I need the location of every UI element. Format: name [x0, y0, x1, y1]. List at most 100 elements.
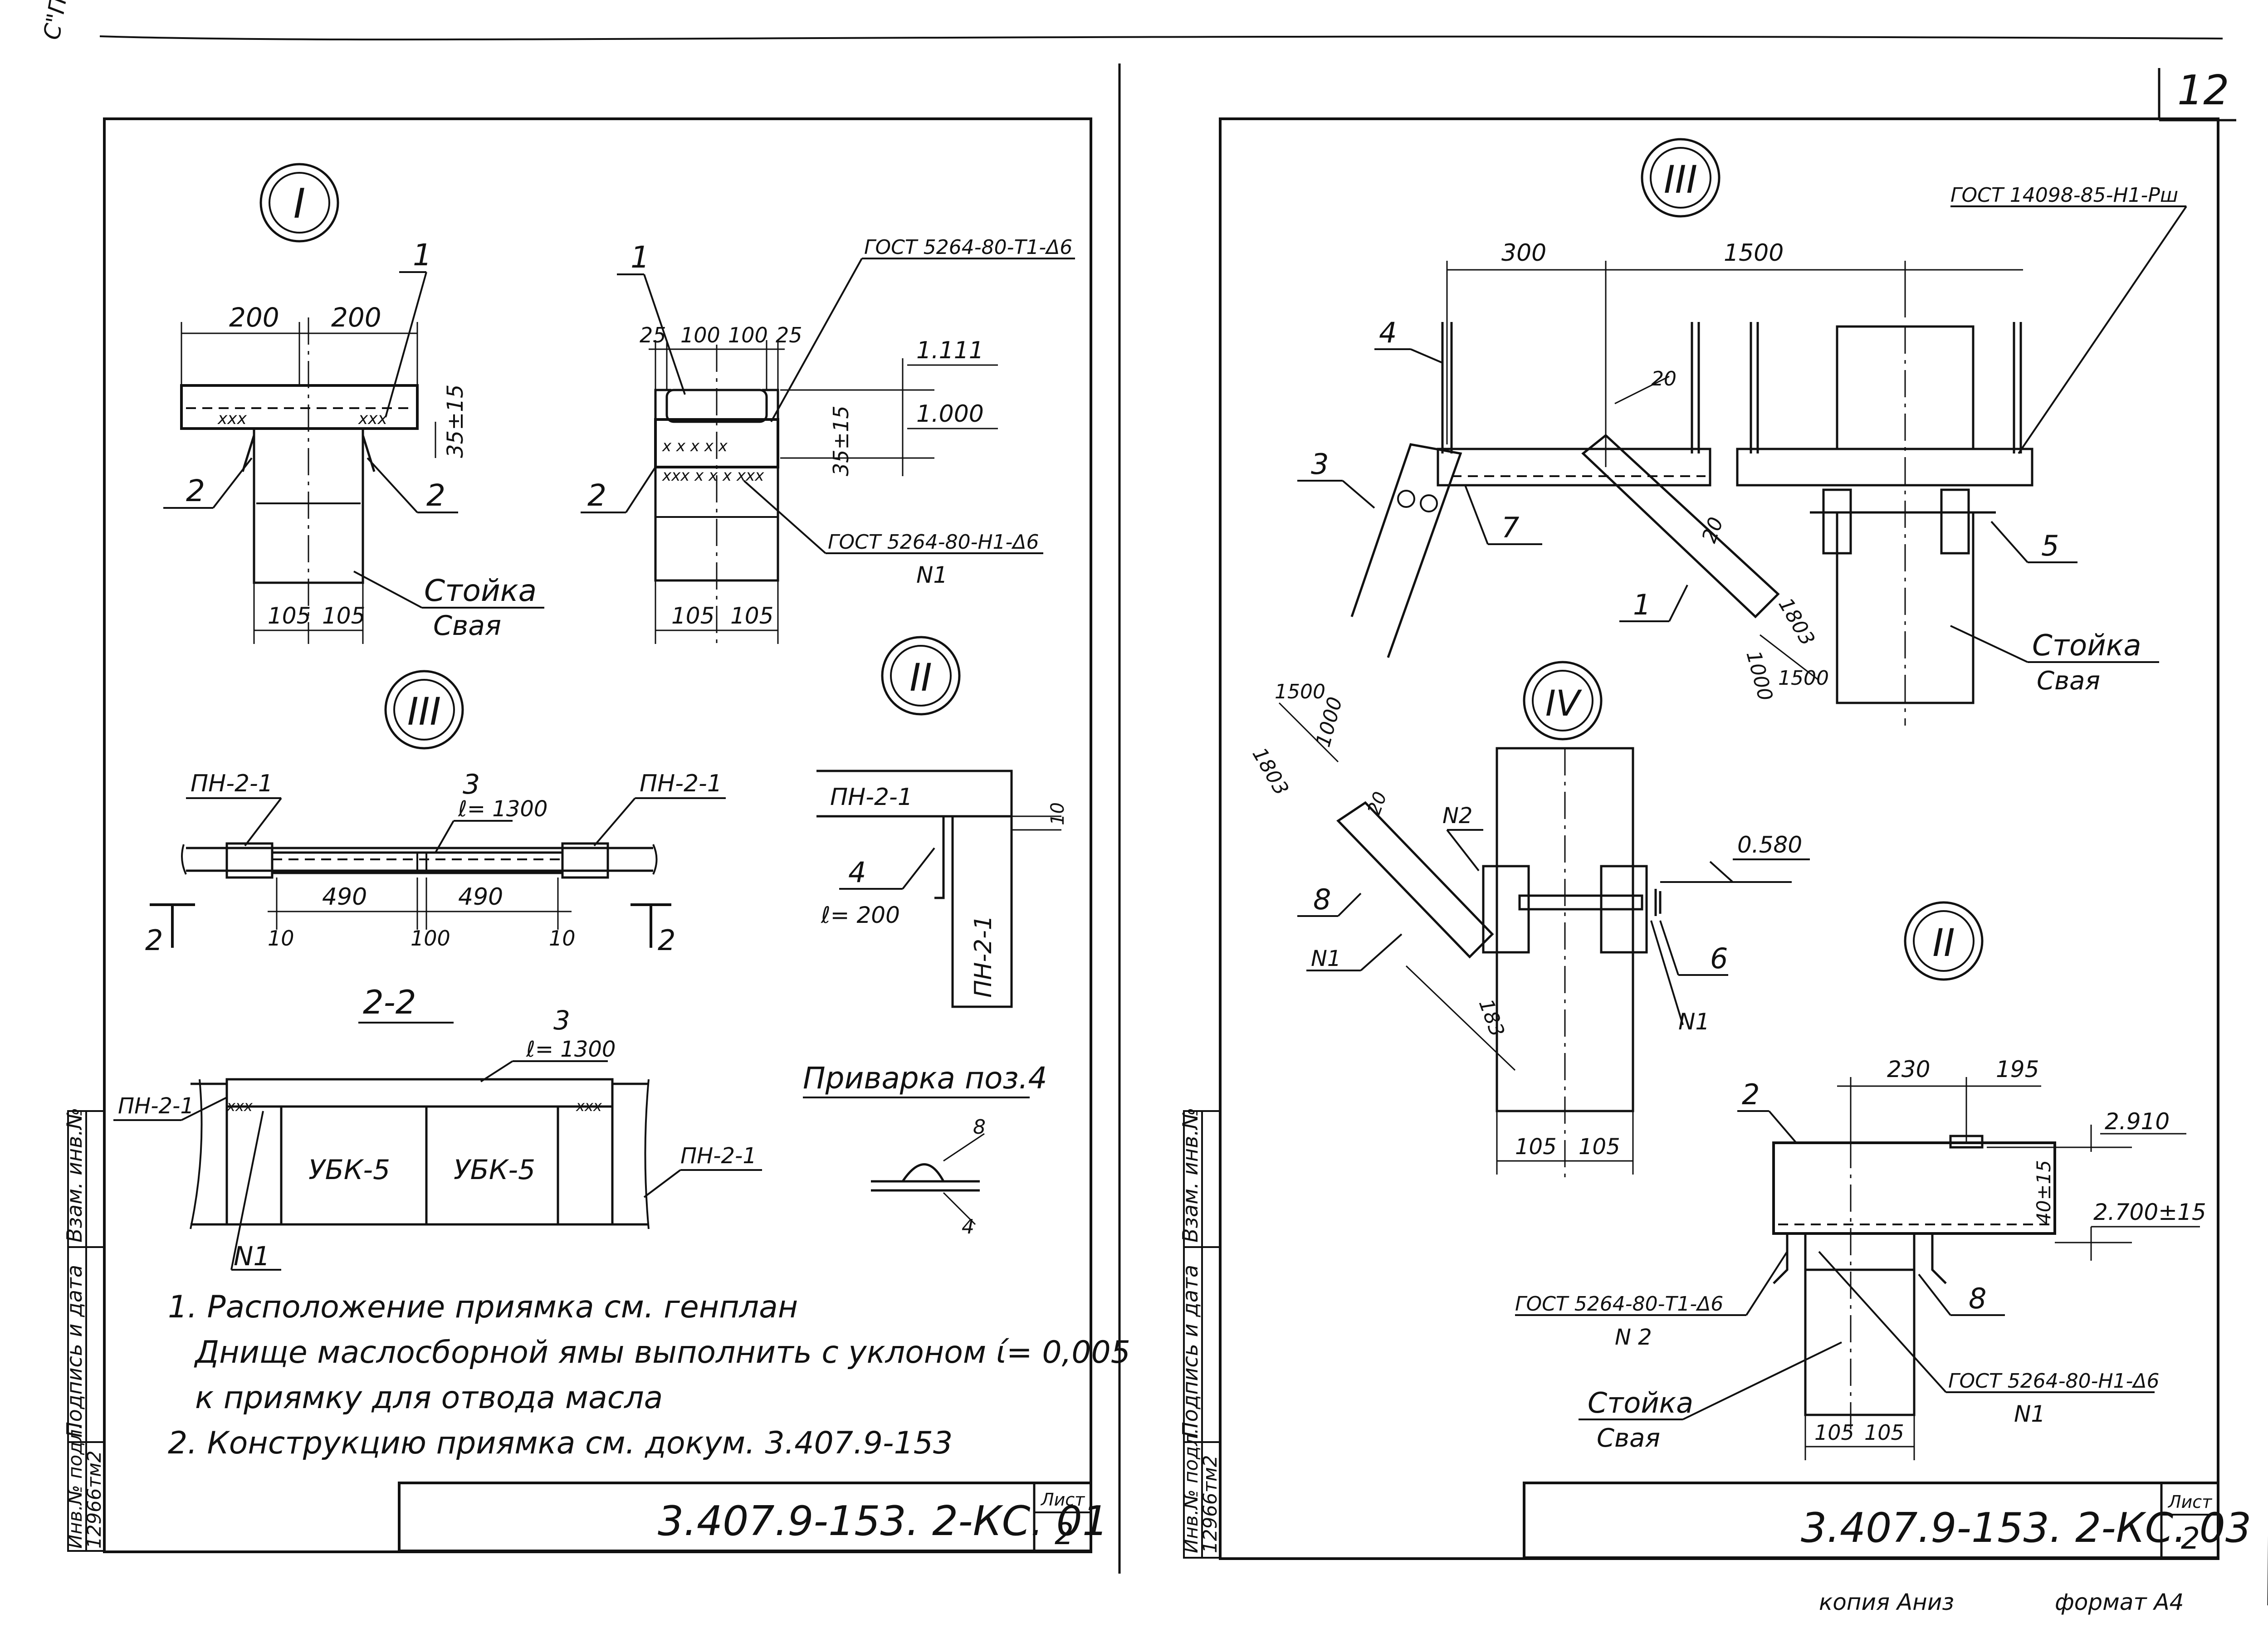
n2-pos4: 4: [848, 856, 866, 889]
left-title-block: 3.407.9-153. 2-КС. 01 Лист 2: [398, 1482, 1108, 1552]
r3-pos4: 4: [1379, 316, 1397, 349]
r4-pos8: 8: [1313, 883, 1331, 916]
right-title-block: 3.407.9-153. 2-КС. 03 Лист 2: [1523, 1482, 2251, 1559]
n3-d2: 490: [458, 883, 503, 911]
r3-pos3: 3: [1311, 448, 1329, 481]
s-l1: ПН-2-1: [118, 1093, 194, 1119]
n1-d3: 105: [268, 603, 311, 629]
svg-text:xxx: xxx: [226, 1097, 253, 1115]
n3-d4: 100: [411, 926, 450, 951]
svg-text:x x x x x: x x x x x: [662, 437, 728, 455]
n1-column: Стойка: [424, 573, 537, 608]
r4-d4: 20: [1364, 789, 1391, 818]
r2-n2: N 2: [1615, 1325, 1652, 1350]
n3-d5: 10: [549, 926, 576, 951]
r4-d3: 1803: [1247, 744, 1293, 799]
r3-pile: Свая: [2037, 666, 2100, 696]
r3-pos7: 7: [1501, 511, 1519, 544]
r4-lev: 0.580: [1737, 832, 1802, 858]
n1b-gost1: ГОСТ 5264-80-Т1-Δ6: [864, 236, 1072, 259]
r4-n1b: N1: [1678, 1009, 1710, 1035]
r-node-3: III 300 1500: [1297, 138, 2187, 726]
n3-sec2: 2: [658, 924, 675, 957]
left-stamp: Взам. инв.№ Подпись и дата Инв.№ подл. 1…: [62, 1107, 105, 1552]
margin-note: С"Перфо: [39, 0, 83, 42]
left-code: 3.407.9-153. 2-КС. 01: [658, 1497, 1108, 1545]
note-2: Днище маслосборной ямы выполнить с уклон…: [194, 1335, 1130, 1370]
svg-text:xxx: xxx: [217, 410, 247, 428]
page-number: 12: [2177, 67, 2229, 114]
right-frame: [1219, 117, 2219, 1560]
r-stamp-col1: Инв.№ подл.: [1180, 1428, 1202, 1553]
n1-d1: 200: [229, 302, 279, 333]
r4-pos6: 6: [1710, 942, 1728, 975]
r2-pos2: 2: [1742, 1078, 1760, 1111]
left-sheet-number: 2: [1055, 1516, 1074, 1551]
r3-d2: 1500: [1724, 239, 1784, 267]
stamp-col1: Инв.№ подл.: [64, 1424, 86, 1549]
n1-d4: 105: [322, 603, 365, 629]
s-l2: ПН-2-1: [680, 1143, 757, 1169]
svg-text:xxx: xxx: [358, 410, 388, 428]
r2-lev2: 2.700±15: [2093, 1199, 2206, 1225]
r3-d5: 1803: [1774, 594, 1819, 649]
stamp-col2: Подпись и дата: [62, 1265, 87, 1438]
right-sheet: Взам. инв.№ Подпись и дата Инв.№ подл. 1…: [1178, 117, 2251, 1560]
right-sheet-number: 2: [2181, 1521, 2200, 1556]
r3-pos5: 5: [2041, 529, 2059, 562]
n1b-gost2: ГОСТ 5264-80-Н1-Δ6: [828, 531, 1039, 554]
svg-text:xxx: xxx: [576, 1097, 602, 1115]
n3-l2: ПН-2-1: [640, 770, 722, 797]
n2-d1: 10: [1047, 802, 1068, 825]
n2-vert: ПН-2-1: [970, 915, 997, 998]
n3-d3: 10: [268, 926, 294, 951]
ubk-1: УБК-5: [308, 1154, 390, 1186]
n3-pos3: 3: [463, 769, 480, 800]
r4-n1a: N1: [1311, 946, 1341, 971]
r3-d4: 20: [1697, 514, 1728, 546]
r4-d5: 183: [1474, 996, 1509, 1039]
node-2: II ПН-2-1 ПН-2-1 10 4 ℓ= 200: [816, 636, 1068, 1008]
weld-d1: 8: [973, 1116, 986, 1139]
r2-n1: N1: [2014, 1401, 2045, 1427]
note-3: к приямку для отвода масла: [195, 1380, 663, 1416]
r4-d7: 105: [1579, 1134, 1620, 1160]
node-3: III 490 490 10 100 10 ПН-2-1 ПН-2-1: [145, 670, 726, 957]
n3-d1: 490: [322, 883, 367, 911]
section-title: 2-2: [363, 983, 416, 1021]
r2-pile: Свая: [1597, 1424, 1660, 1453]
n2-len: ℓ= 200: [821, 902, 900, 928]
n1b-lev2: 1.000: [916, 400, 984, 428]
n1b-pos1: 1: [631, 240, 650, 275]
n1b-d6: 105: [730, 603, 773, 629]
note-4: 2. Конструкцию приямка см. докум. 3.407.…: [168, 1425, 953, 1461]
n2-label: ПН-2-1: [830, 784, 913, 811]
r4-n2: N2: [1442, 803, 1472, 829]
r-node-2: II 230 195 2.910 2.700±15 40±15 2: [1515, 901, 2206, 1460]
footer-note: копия Аниз: [1819, 1589, 1954, 1615]
stamp-col3: Взам. инв.№: [62, 1107, 87, 1243]
r3-d6: 1000: [1741, 648, 1777, 703]
r3-column: Стойка: [2032, 629, 2141, 663]
note-1: 1. Расположение приямка см. генплан: [168, 1289, 798, 1325]
r4-d1: 1500: [1275, 680, 1325, 703]
s-pos3: 3: [553, 1005, 570, 1036]
n3-l1: ПН-2-1: [191, 770, 273, 797]
r3-pos1: 1: [1633, 588, 1651, 621]
right-code: 3.407.9-153. 2-КС. 03: [1801, 1504, 2251, 1552]
n1-pos2a: 2: [186, 473, 205, 508]
r3-gost: ГОСТ 14098-85-Н1-Рш: [1950, 184, 2178, 207]
r2-pos8: 8: [1969, 1282, 1986, 1315]
r2-gost2: ГОСТ 5264-80-Н1-Δ6: [1948, 1370, 2160, 1393]
r-stamp-col2: Подпись и дата: [1178, 1265, 1202, 1438]
r2-d4: 105: [1814, 1420, 1854, 1445]
n3-sec1: 2: [145, 924, 163, 957]
left-sheet-label: Лист: [1040, 1490, 1085, 1510]
n1b-d2: 100: [680, 323, 720, 347]
view-label-3: III: [407, 689, 441, 734]
r3-d1: 300: [1501, 239, 1546, 267]
r-view-label-4: IV: [1545, 683, 1582, 724]
view-label-2: II: [909, 655, 932, 700]
right-sheet-label: Лист: [2167, 1492, 2213, 1512]
view-label-1: I: [293, 180, 306, 228]
